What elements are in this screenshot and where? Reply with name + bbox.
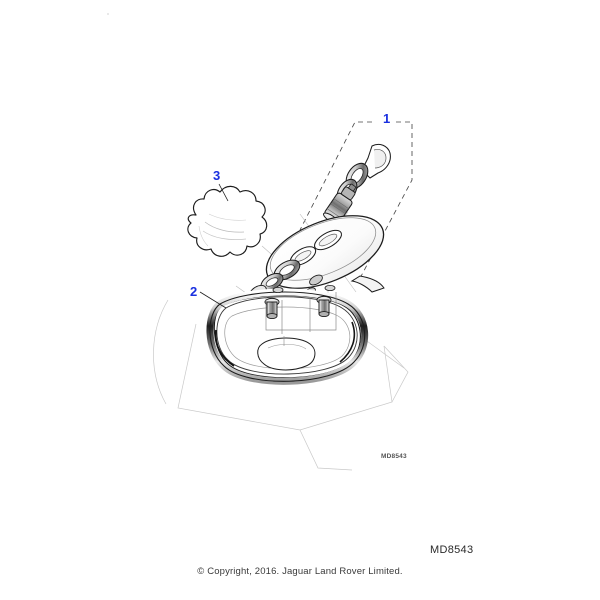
lighter-element-body (323, 183, 357, 225)
callout-3-leader (218, 183, 229, 202)
scan-speck (107, 13, 109, 15)
copyright-notice: © Copyright, 2016. Jaguar Land Rover Lim… (197, 566, 403, 577)
inline-sheet-code: MD8543 (381, 453, 407, 460)
sheet-code: MD8543 (430, 544, 474, 556)
fixing-screw-left (264, 297, 280, 320)
callout-2-leader (199, 291, 227, 309)
cigar-lighter-socket-assembly (323, 143, 391, 225)
callout-1-dashed-bracket (299, 121, 413, 283)
fixing-screw-right (316, 295, 332, 318)
callout-label-2: 2 (190, 284, 198, 299)
callout-label-1: 1 (383, 111, 391, 126)
chrome-bezel-ring (206, 288, 369, 385)
mounting-bracket (265, 292, 337, 334)
cloth-trim-cover (187, 185, 268, 257)
screw-washer-small (272, 284, 336, 293)
callout-label-3: 3 (213, 168, 221, 183)
